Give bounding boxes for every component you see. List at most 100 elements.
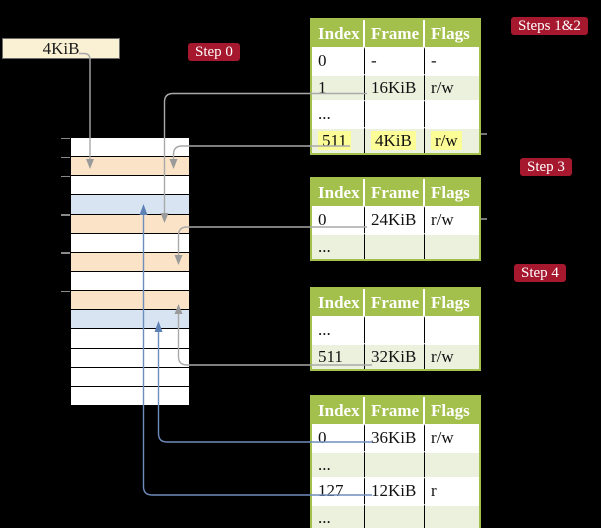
memory-row-free xyxy=(71,329,189,349)
memory-row-free xyxy=(71,348,189,368)
memory-row-pagetable xyxy=(71,252,189,272)
table-cell xyxy=(365,450,425,477)
table-cell: 1 xyxy=(312,73,365,100)
table-cell: - xyxy=(425,47,479,74)
table-cell: ... xyxy=(312,232,365,259)
column-header: Index xyxy=(312,20,365,47)
memory-row-free xyxy=(71,271,189,292)
highlighted-value: 511 xyxy=(318,130,351,150)
memory-row-free xyxy=(71,386,189,406)
memory-row-data xyxy=(71,195,189,215)
table-row: ... xyxy=(312,503,479,528)
table-cell: ... xyxy=(312,503,365,528)
table-row: ... xyxy=(312,100,479,127)
memory-row-free xyxy=(71,233,189,253)
badge-step-0: Step 0 xyxy=(188,43,240,61)
table-cell: 0 xyxy=(312,424,365,451)
table-cell xyxy=(425,316,479,343)
table-cell xyxy=(365,503,425,528)
table-cell xyxy=(365,232,425,259)
column-header: Flags xyxy=(425,20,479,47)
table-cell: r xyxy=(425,477,479,504)
table-cell: 36KiB xyxy=(365,424,425,451)
table-cell xyxy=(365,100,425,127)
column-header: Frame xyxy=(365,20,425,47)
highlighted-value: 4KiB xyxy=(371,130,416,150)
table-cell: 12KiB xyxy=(365,477,425,504)
table-cell: r/w xyxy=(425,73,479,100)
table-row: 0-- xyxy=(312,47,479,74)
free-frame-box: 4KiB xyxy=(2,38,120,59)
memory-row-free xyxy=(71,138,189,158)
table-cell: ... xyxy=(312,100,365,127)
table-cell xyxy=(425,232,479,259)
free-frame-label: 4KiB xyxy=(42,38,80,58)
memory-column xyxy=(61,137,190,407)
table-cell: 127 xyxy=(312,477,365,504)
table-row: ... xyxy=(312,450,479,477)
table-cell: 0 xyxy=(312,206,365,233)
memory-tick-mark xyxy=(61,156,70,159)
table-cell xyxy=(425,450,479,477)
table-row: 511 4KiB r/w xyxy=(312,126,479,153)
column-header: Frame xyxy=(365,397,425,424)
highlighted-value: r/w xyxy=(431,130,462,150)
memory-row-data xyxy=(71,310,189,330)
column-header: Flags xyxy=(425,397,479,424)
table-row: ... xyxy=(312,232,479,259)
table-cell: ... xyxy=(312,450,365,477)
table-cell: 4KiB xyxy=(365,126,425,153)
table-cell xyxy=(425,503,479,528)
column-header: Frame xyxy=(365,289,425,316)
memory-row-pagetable xyxy=(71,214,189,234)
memory-row-pagetable xyxy=(71,291,189,311)
column-header: Index xyxy=(312,289,365,316)
memory-row-free xyxy=(71,367,189,387)
table-cell: 511 xyxy=(312,342,365,369)
badge-step-4: Step 4 xyxy=(514,264,566,282)
table-cell xyxy=(425,100,479,127)
memory-tick-mark xyxy=(61,137,70,139)
memory-tick-mark xyxy=(61,252,70,254)
memory-tick-mark xyxy=(61,175,70,178)
column-header: Frame xyxy=(365,179,425,206)
badge-steps-1-2: Steps 1&2 xyxy=(511,17,588,35)
badge-step-3: Step 3 xyxy=(520,158,572,176)
table-cell: r/w xyxy=(425,206,479,233)
memory-row-free xyxy=(71,176,189,196)
table-cell: r/w xyxy=(425,126,479,153)
table-row: ... xyxy=(312,316,479,343)
memory-tick-mark xyxy=(61,290,70,293)
table-cell: 32KiB xyxy=(365,342,425,369)
table-cell: - xyxy=(365,47,425,74)
column-header: Flags xyxy=(425,179,479,206)
column-header: Index xyxy=(312,397,365,424)
column-header: Flags xyxy=(425,289,479,316)
column-header: Index xyxy=(312,179,365,206)
table-cell: 24KiB xyxy=(365,206,425,233)
memory-row-pagetable xyxy=(71,157,189,177)
memory-tick-mark xyxy=(61,214,70,216)
table-cell: 511 xyxy=(312,126,365,153)
table-cell: 16KiB xyxy=(365,73,425,100)
table-cell: r/w xyxy=(425,342,479,369)
table-cell: 0 xyxy=(312,47,365,74)
table-cell xyxy=(365,316,425,343)
